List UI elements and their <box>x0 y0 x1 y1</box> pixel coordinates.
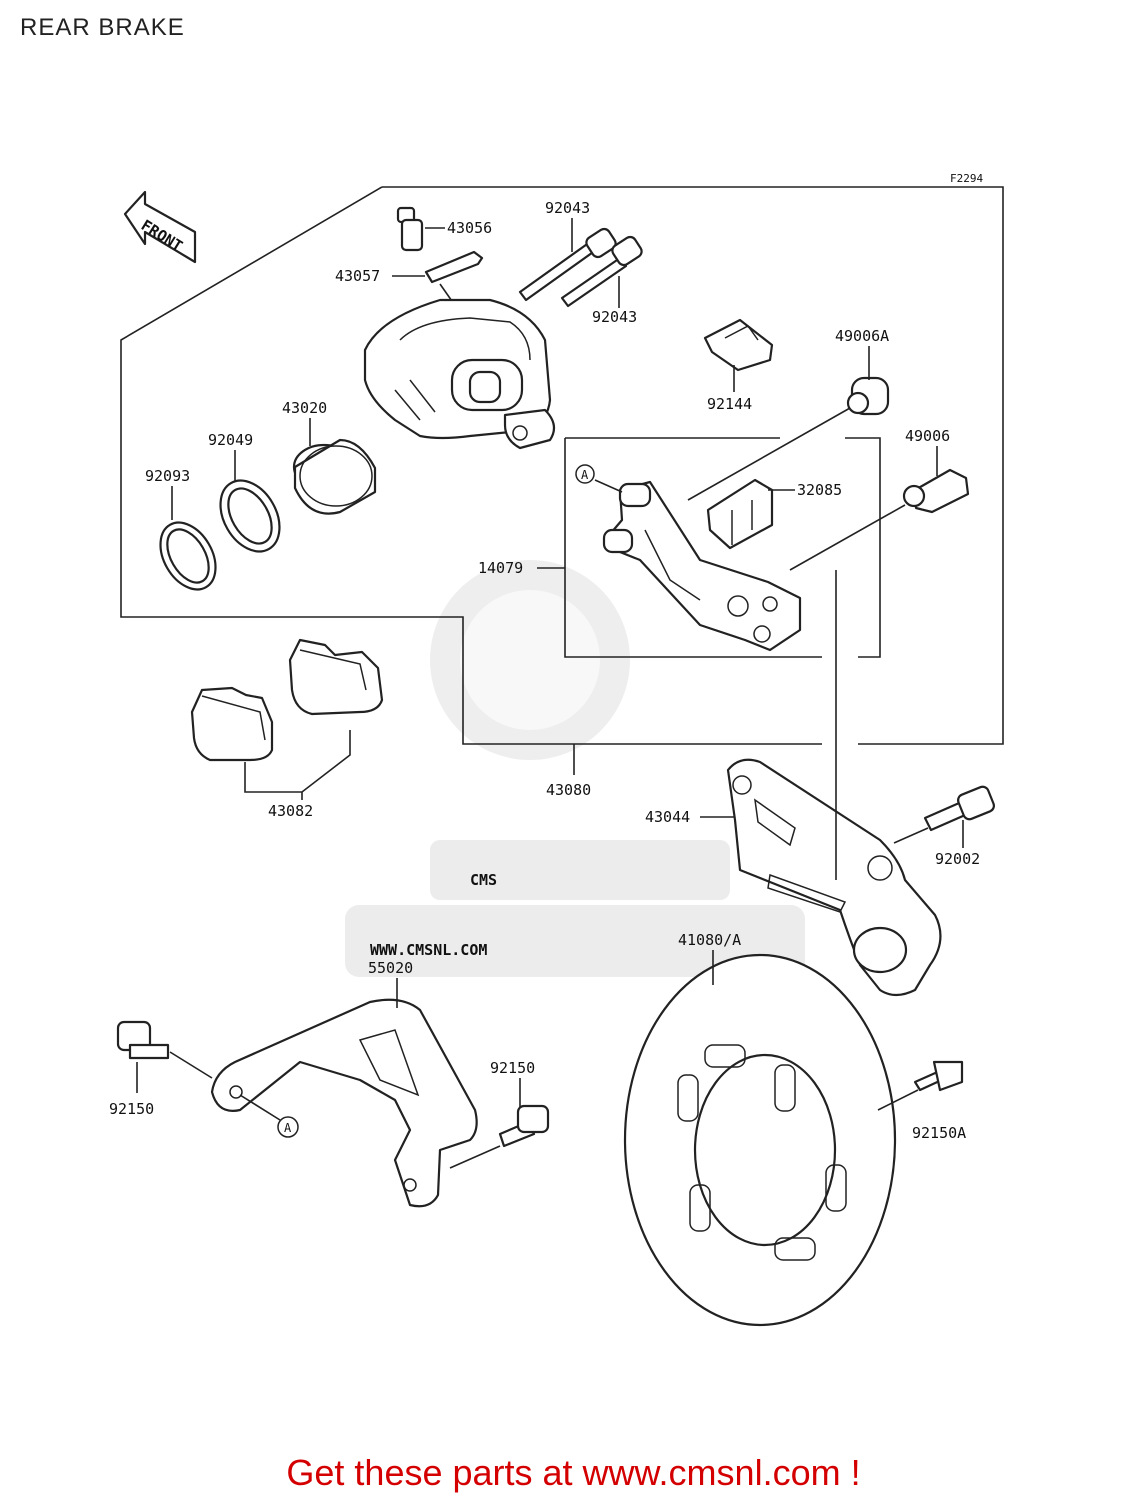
callout-43080: 43080 <box>546 781 591 799</box>
brake-pads-part <box>190 638 384 762</box>
caliper-support-part <box>726 758 942 997</box>
screw-92150A-part <box>913 1060 964 1092</box>
callout-41080A: 41080/A <box>678 931 741 949</box>
ref-marker-a-upper: A <box>581 468 589 482</box>
callout-92043-top: 92043 <box>545 199 590 217</box>
pad-spring-part <box>424 250 484 284</box>
front-arrow-icon: FRONT <box>123 190 197 264</box>
caliper-body-part <box>363 298 556 450</box>
pad-clip-part <box>703 318 774 372</box>
footer-link[interactable]: Get these parts at www.cmsnl.com ! <box>286 1452 861 1493</box>
callout-32085: 32085 <box>797 481 842 499</box>
callout-92043-bottom: 92043 <box>592 308 637 326</box>
callout-92002: 92002 <box>935 850 980 868</box>
callout-55020: 55020 <box>368 959 413 977</box>
brake-disc-part <box>623 953 897 1327</box>
callout-92144: 92144 <box>707 395 752 413</box>
boot-49006A-part <box>846 376 890 416</box>
piston-part <box>292 438 377 515</box>
callout-92049: 92049 <box>208 431 253 449</box>
pad-holder-part <box>706 478 774 550</box>
assembly-frame-14079 <box>564 438 822 658</box>
bolt-92150-right-part <box>498 1104 550 1148</box>
figure-code: F2294 <box>950 172 983 185</box>
callout-49006A: 49006A <box>835 327 889 345</box>
watermark-brand: CMS <box>470 871 497 889</box>
callout-92093: 92093 <box>145 467 190 485</box>
bleeder-valve-part <box>396 206 424 252</box>
callout-43020: 43020 <box>282 399 327 417</box>
callout-49006: 49006 <box>905 427 950 445</box>
callout-92150-right: 92150 <box>490 1059 535 1077</box>
callout-43082: 43082 <box>268 802 313 820</box>
ref-marker-a-lower: A <box>284 1121 292 1135</box>
callout-43044: 43044 <box>645 808 690 826</box>
callout-43057: 43057 <box>335 267 380 285</box>
caliper-bracket-part <box>602 480 802 652</box>
dust-seal-part <box>159 521 217 591</box>
assembly-frame-43080 <box>382 186 1004 745</box>
bolt-92002-part <box>923 785 995 832</box>
boot-49006-part <box>902 468 970 514</box>
watermark-url: WWW.CMSNL.COM <box>370 941 487 959</box>
callout-92150-left: 92150 <box>109 1100 154 1118</box>
callout-14079: 14079 <box>478 559 523 577</box>
page-title: REAR BRAKE <box>20 14 185 41</box>
caliper-guard-part <box>210 998 478 1208</box>
piston-seal-part <box>219 479 281 553</box>
bolt-92150-left-part <box>116 1020 170 1060</box>
callout-92150A: 92150A <box>912 1124 966 1142</box>
callout-43056: 43056 <box>447 219 492 237</box>
caliper-pins-part <box>518 227 643 308</box>
